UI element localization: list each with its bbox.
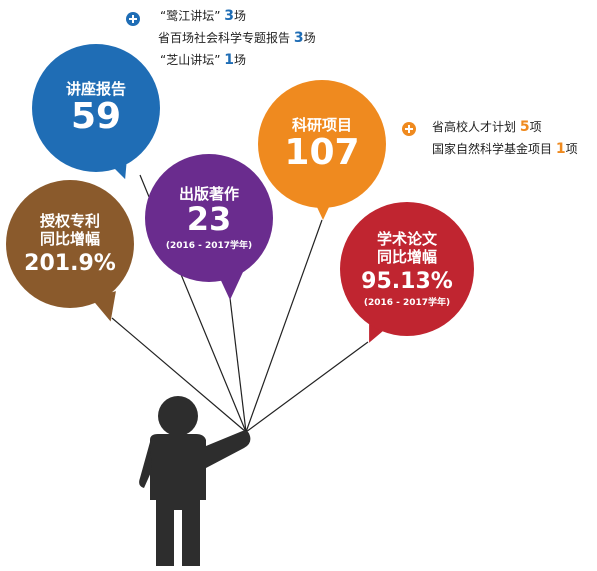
lectures-details: “鹭江讲坛” 3场 省百场社会科学专题报告 3场 “芝山讲坛” 1场: [158, 5, 316, 71]
lectures-detail-row: “芝山讲坛” 1场: [160, 52, 247, 68]
lectures-detail-row: “鹭江讲坛” 3场: [160, 8, 247, 24]
person-holding-balloons-icon: [139, 396, 251, 566]
patents-title-line2: 同比增幅: [39, 230, 100, 249]
bubble-publications: 出版著作 23 (2016 - 2017学年): [145, 154, 273, 282]
string-research: [245, 219, 323, 433]
papers-value: 95.13%: [361, 268, 453, 294]
papers-note: (2016 - 2017学年): [363, 298, 451, 309]
bubble-patents: 授权专利 同比增幅 201.9%: [6, 180, 134, 308]
publications-title: 出版著作: [178, 184, 239, 203]
string-patents: [111, 317, 247, 433]
patents-title-line1: 授权专利: [39, 212, 100, 231]
lectures-value: 59: [70, 96, 122, 138]
patents-value: 201.9%: [24, 251, 116, 277]
publications-note: (2016 - 2017学年): [165, 241, 253, 252]
papers-title-line2: 同比增幅: [376, 247, 437, 266]
bubble-papers: 学术论文 同比增幅 95.13% (2016 - 2017学年): [340, 202, 474, 336]
publications-value: 23: [186, 199, 232, 238]
bubble-lectures: 讲座报告 59: [32, 44, 160, 172]
research-details: 省高校人才计划 5项 国家自然科学基金项目 1项: [432, 116, 578, 160]
papers-title-line1: 学术论文: [376, 229, 437, 248]
plus-circle-icon: [402, 122, 416, 136]
string-publications: [229, 297, 247, 433]
lectures-detail-row: 省百场社会科学专题报告 3场: [158, 30, 316, 46]
lectures-title: 讲座报告: [65, 80, 126, 99]
plus-circle-icon: [126, 12, 140, 26]
string-papers: [245, 341, 369, 433]
research-detail-row: 国家自然科学基金项目 1项: [432, 141, 578, 157]
bubble-research: 科研项目 107: [258, 80, 386, 208]
research-value: 107: [284, 132, 360, 174]
research-detail-row: 省高校人才计划 5项: [432, 119, 542, 135]
research-title: 科研项目: [291, 116, 352, 135]
